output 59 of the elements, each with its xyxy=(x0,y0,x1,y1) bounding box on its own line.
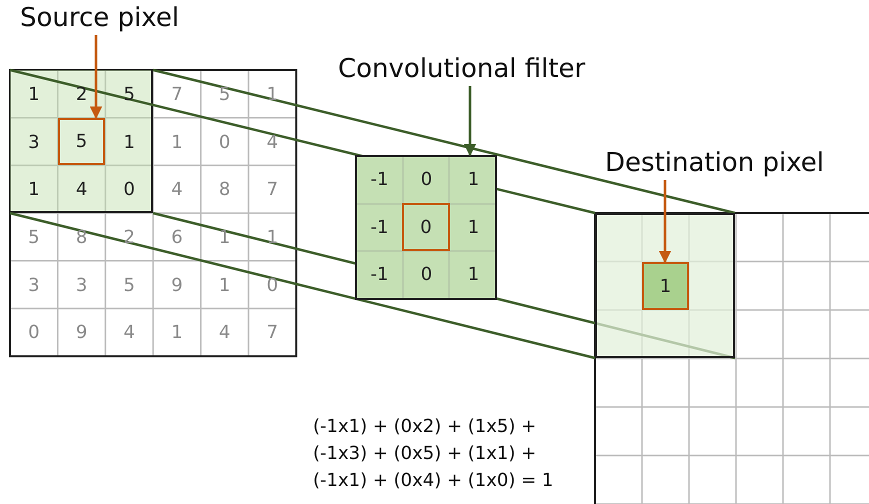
formula-line: (-1x3) + (0x5) + (1x1) + xyxy=(313,445,536,463)
filter-weight: -1 xyxy=(370,218,388,236)
highlight-box xyxy=(642,262,689,310)
grid-number: 8 xyxy=(76,228,88,247)
grid-number: 1 xyxy=(218,228,230,247)
highlight-box xyxy=(402,203,450,251)
grid-number: 4 xyxy=(171,181,183,200)
filter-weight: 0 xyxy=(420,266,432,284)
grid-number: 6 xyxy=(171,228,183,247)
projection-line xyxy=(152,68,736,214)
callout-label: Convolutional filter xyxy=(338,53,586,85)
pointer-arrow xyxy=(464,86,476,156)
grid-number: 1 xyxy=(124,134,135,152)
output-window xyxy=(595,213,735,358)
grid-number: 3 xyxy=(28,134,40,152)
grid-number: 0 xyxy=(266,276,278,295)
grid-number: 1 xyxy=(28,86,40,104)
callout-label: Destination pixel xyxy=(605,147,824,179)
grid-number: 0 xyxy=(124,181,135,200)
grid-number: 1 xyxy=(28,181,40,200)
grid-number: 1 xyxy=(218,276,230,295)
filter-weight: 0 xyxy=(420,171,432,189)
formula-line: (-1x1) + (0x2) + (1x5) + xyxy=(313,418,536,436)
grid-number: 1 xyxy=(171,324,183,342)
grid-number: 7 xyxy=(266,324,278,342)
grid-number: 4 xyxy=(76,181,88,200)
grid-number: 3 xyxy=(28,276,40,295)
grid-number: 9 xyxy=(76,324,88,342)
grid-number: 5 xyxy=(124,276,135,295)
grid-number: 2 xyxy=(76,86,88,104)
pointer-arrow xyxy=(90,35,102,119)
filter-weight: 1 xyxy=(468,218,480,236)
highlight-box xyxy=(58,118,106,166)
callout-label: Source pixel xyxy=(20,2,180,34)
grid-number: 7 xyxy=(171,86,183,104)
grid-number: 5 xyxy=(218,86,230,104)
filter-weight: -1 xyxy=(370,171,388,189)
pixel-value: 5 xyxy=(76,131,88,152)
pointer-arrow xyxy=(658,180,672,264)
grid-number: 0 xyxy=(28,324,40,342)
projection-line xyxy=(10,212,596,360)
formula-line: (-1x1) + (0x4) + (1x0) = 1 xyxy=(313,472,554,490)
grid-number: 0 xyxy=(218,134,230,152)
grid-number: 4 xyxy=(266,134,278,152)
grid-number: 1 xyxy=(171,134,183,152)
grid-number: 5 xyxy=(28,228,40,247)
grid-number: 8 xyxy=(218,181,230,200)
filter-grid xyxy=(355,155,497,300)
filter-weight: 1 xyxy=(468,266,480,284)
grid-number: 3 xyxy=(76,276,88,295)
pixel-value: 1 xyxy=(660,276,672,296)
grid-number: 4 xyxy=(124,324,135,342)
filter-weight: 1 xyxy=(468,171,480,189)
receptive-field-window xyxy=(10,70,154,214)
grid-number: 7 xyxy=(266,181,278,200)
pixel-value: 0 xyxy=(420,216,432,238)
filter-weight: -1 xyxy=(370,266,388,284)
grid-number: 9 xyxy=(171,276,183,295)
grid-number: 4 xyxy=(218,324,230,342)
